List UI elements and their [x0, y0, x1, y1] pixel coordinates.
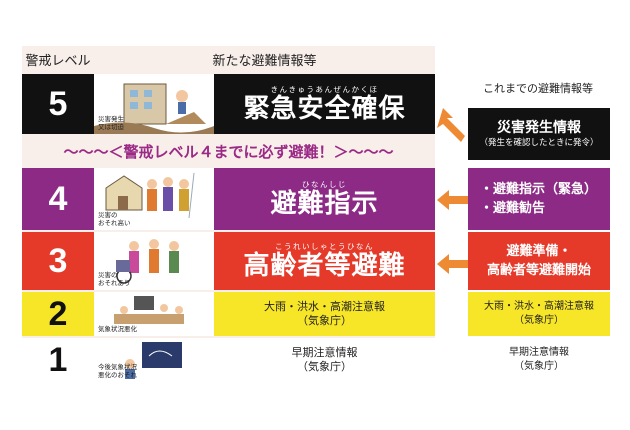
- level-2-illustration: 気象状況悪化: [94, 292, 214, 336]
- level-2-sub: （気象庁）: [297, 314, 352, 327]
- level-4-ruby: ひなんしじ: [302, 179, 347, 189]
- old-level-3-line1: 避難準備・: [506, 244, 572, 259]
- arrows-layer: [437, 108, 469, 274]
- level-3-number: 3: [22, 232, 94, 290]
- level-1-sub: （気象庁）: [297, 360, 352, 373]
- level-2-caption: 気象状況悪化: [98, 325, 137, 333]
- level-4-caption: 災害の おそれ高い: [98, 211, 131, 227]
- old-level-2-label: 大雨・洪水・高潮注意報: [484, 301, 594, 312]
- level-5-illustration: 災害発生 又は切迫: [94, 74, 214, 134]
- old-level-4-box: ・避難指示（緊急） ・避難勧告: [468, 168, 610, 230]
- level-4-label: 避難指示: [270, 188, 379, 219]
- level-3-ruby: こうれいしゃとうひなん: [275, 241, 374, 251]
- level-1-number: 1: [22, 338, 94, 382]
- level-5-cell: きんきゅうあんぜんかくほ 緊急安全確保: [214, 74, 435, 134]
- weather-forecast-tv-icon: [125, 342, 182, 379]
- old-level-1-sub: （気象庁）: [514, 361, 564, 372]
- header-new-info: 新たな避難情報等: [212, 53, 317, 69]
- level-4-illustration: 災害の おそれ高い: [94, 168, 214, 230]
- level-5-caption: 災害発生 又は切迫: [98, 115, 124, 131]
- level-5-number: 5: [22, 74, 94, 134]
- arrow-level-4-icon: [437, 190, 469, 210]
- old-level-4-line2: ・避難勧告: [480, 201, 546, 216]
- old-level-5-title: 災害発生情報: [497, 120, 581, 136]
- collapsed-building-icon: [94, 83, 214, 134]
- old-level-2-sub: （気象庁）: [514, 315, 564, 326]
- old-level-1-label: 早期注意情報: [509, 347, 569, 358]
- level-3-cell: こうれいしゃとうひなん 高齢者等避難: [214, 232, 435, 290]
- old-level-4-line1: ・避難指示（緊急）: [480, 182, 598, 197]
- old-level-1-box: 早期注意情報 （気象庁）: [468, 338, 610, 382]
- level-1-caption: 今後気象状況 悪化のおそれ: [98, 363, 137, 379]
- level-3-caption: 災害の おそれあり: [98, 271, 131, 287]
- family-watching-tv-icon: [114, 296, 184, 324]
- level-2-number: 2: [22, 292, 94, 336]
- old-level-5-note: （発生を確認したときに発令）: [479, 138, 599, 148]
- old-level-3-box: 避難準備・ 高齢者等避難開始: [468, 232, 610, 290]
- level-4-number: 4: [22, 168, 94, 230]
- level-1-cell: 早期注意情報 （気象庁）: [214, 338, 435, 382]
- level-2-label: 大雨・洪水・高潮注意報: [264, 300, 385, 313]
- level-1-label: 早期注意情報: [291, 346, 358, 359]
- level-5-label: 緊急安全確保: [243, 93, 406, 124]
- level-1-illustration: 今後気象状況 悪化のおそれ: [94, 338, 214, 382]
- arrow-level-5-icon: [437, 108, 465, 142]
- level-3-illustration: 災害の おそれあり: [94, 232, 214, 290]
- level-4-cell: ひなんしじ 避難指示: [214, 168, 435, 230]
- evacuate-banner: 〜〜〜＜警戒レベル４までに必ず避難！＞〜〜〜: [22, 135, 435, 167]
- level-5-ruby: きんきゅうあんぜんかくほ: [270, 84, 379, 94]
- old-level-2-box: 大雨・洪水・高潮注意報 （気象庁）: [468, 292, 610, 336]
- old-level-3-line2: 高齢者等避難開始: [486, 263, 591, 278]
- elderly-evacuation-icon: [116, 239, 179, 284]
- level-2-cell: 大雨・洪水・高潮注意報 （気象庁）: [214, 292, 435, 336]
- arrow-level-3-icon: [437, 254, 469, 274]
- old-level-5-box: 災害発生情報 （発生を確認したときに発令）: [468, 108, 610, 160]
- header-old-info: これまでの避難情報等: [483, 82, 593, 95]
- level-3-label: 高齢者等避難: [243, 250, 406, 281]
- evacuating-people-icon: [105, 172, 195, 219]
- header-alert-level: 警戒レベル: [25, 53, 91, 69]
